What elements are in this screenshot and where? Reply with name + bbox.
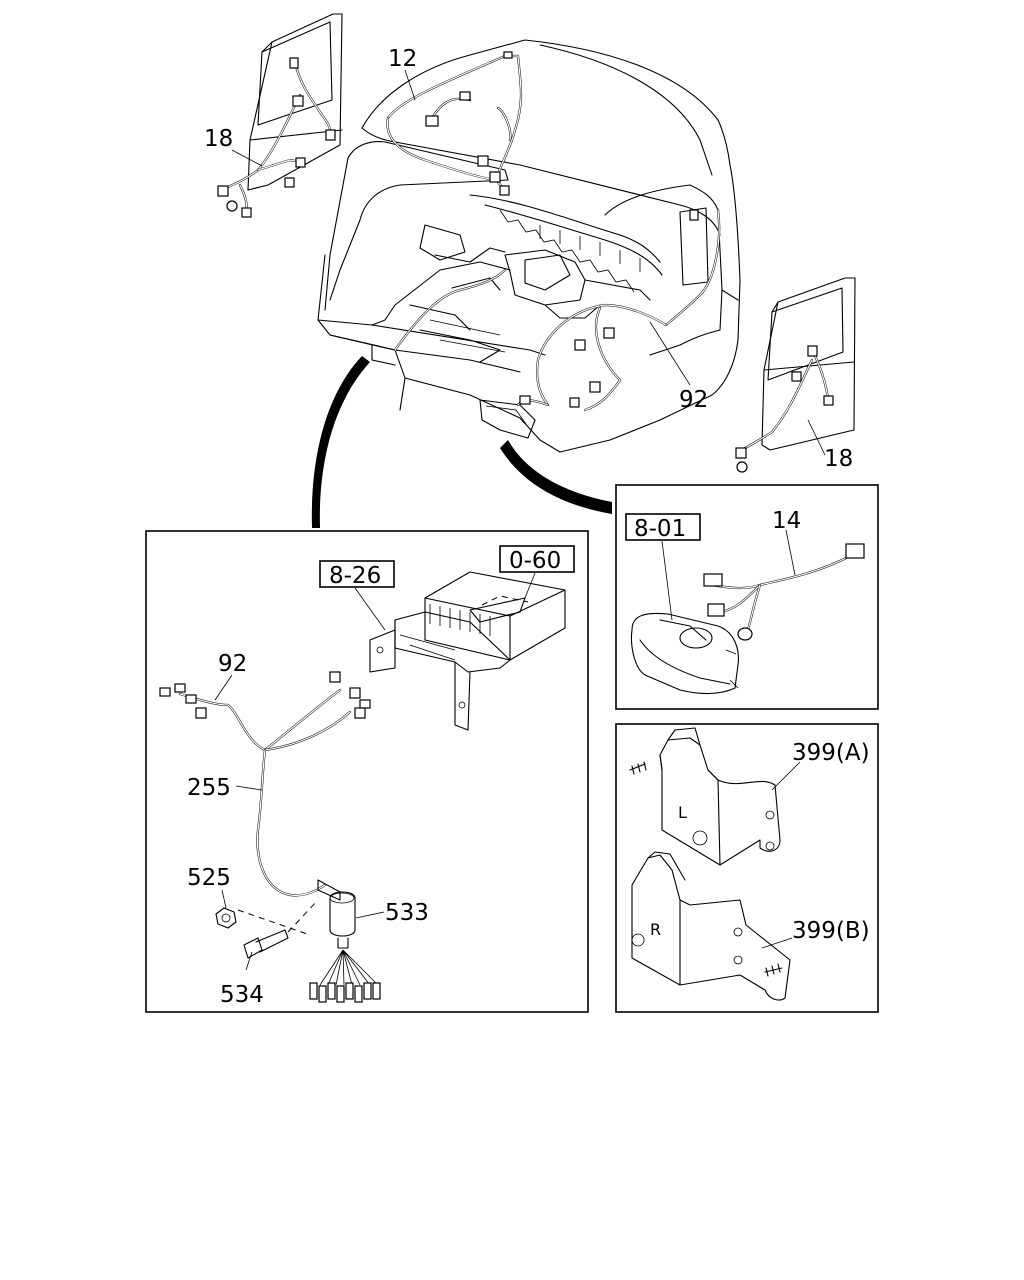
bracket-mark-l: L bbox=[678, 803, 687, 822]
callout-arrow-right bbox=[500, 440, 612, 514]
inset-lamp: 8-01 14 bbox=[615, 484, 879, 710]
label-399b: 399(B) bbox=[792, 918, 870, 944]
left-door bbox=[217, 13, 343, 218]
terminal-pins bbox=[309, 982, 381, 1003]
cab-harness-92 bbox=[393, 208, 721, 412]
label-12: 12 bbox=[388, 46, 417, 72]
label-399a: 399(A) bbox=[792, 740, 870, 766]
label-92-main: 92 bbox=[679, 387, 708, 413]
label-533: 533 bbox=[385, 900, 429, 926]
label-534: 534 bbox=[220, 982, 264, 1008]
label-14: 14 bbox=[772, 508, 801, 534]
bracket-mark-r: R bbox=[650, 920, 661, 939]
right-door bbox=[735, 277, 856, 473]
inset-brackets: L 399(A) R 399(B) bbox=[615, 723, 879, 1013]
cab-assembly bbox=[317, 39, 741, 453]
roof-harness-12 bbox=[386, 51, 523, 196]
label-255: 255 bbox=[187, 775, 231, 801]
label-18-left: 18 bbox=[204, 126, 233, 152]
label-92-inset: 92 bbox=[218, 651, 247, 677]
label-18-right: 18 bbox=[824, 446, 853, 472]
ref-8-26: 8-26 bbox=[329, 563, 381, 589]
ref-0-60: 0-60 bbox=[509, 548, 561, 574]
label-525: 525 bbox=[187, 865, 231, 891]
inset-control-unit: 8-26 0-60 bbox=[145, 530, 589, 1013]
ref-8-01: 8-01 bbox=[634, 516, 686, 542]
callout-arrow-left bbox=[311, 356, 370, 528]
